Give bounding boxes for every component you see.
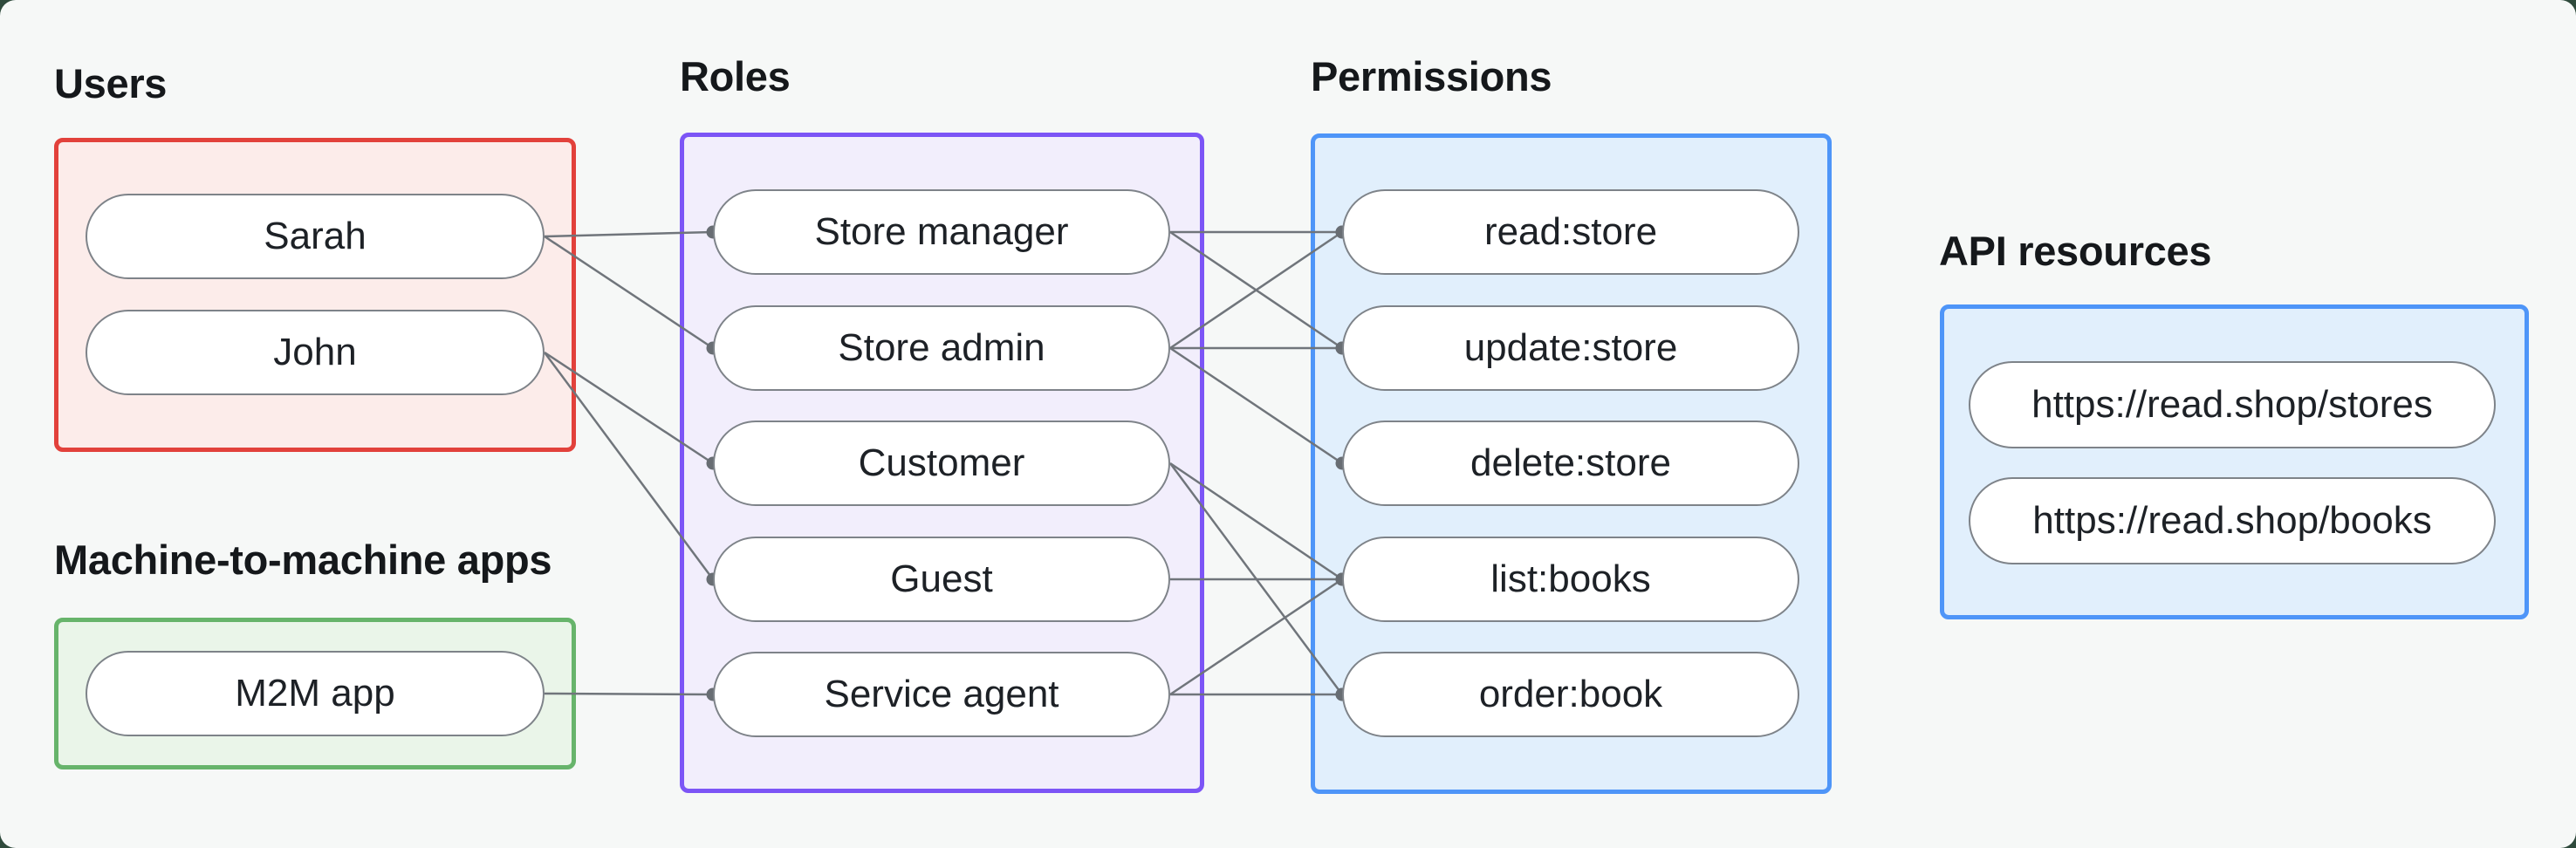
- permissions-group-label: Permissions: [1311, 53, 1552, 99]
- node-user-john: John: [86, 310, 545, 395]
- node-permission-read-store: read:store: [1342, 189, 1799, 275]
- users-group-label: Users: [54, 60, 168, 106]
- node-role-service-agent: Service agent: [713, 652, 1170, 737]
- node-role-customer: Customer: [713, 421, 1170, 506]
- node-api-resource-stores: https://read.shop/stores: [1969, 361, 2496, 448]
- m2m-group-label: Machine-to-machine apps: [54, 537, 552, 583]
- api-resources-group-label: API resources: [1939, 228, 2212, 274]
- node-api-resource-books: https://read.shop/books: [1969, 477, 2496, 564]
- api-resources-group-box: [1940, 304, 2529, 619]
- roles-group-label: Roles: [680, 53, 791, 99]
- node-role-store-admin: Store admin: [713, 305, 1170, 391]
- node-permission-order-book: order:book: [1342, 652, 1799, 737]
- node-permission-list-books: list:books: [1342, 537, 1799, 622]
- node-permission-delete-store: delete:store: [1342, 421, 1799, 506]
- node-m2m-app: M2M app: [86, 651, 545, 736]
- node-user-sarah: Sarah: [86, 194, 545, 279]
- node-role-guest: Guest: [713, 537, 1170, 622]
- node-role-store-manager: Store manager: [713, 189, 1170, 275]
- users-group-box: [54, 138, 576, 452]
- node-permission-update-store: update:store: [1342, 305, 1799, 391]
